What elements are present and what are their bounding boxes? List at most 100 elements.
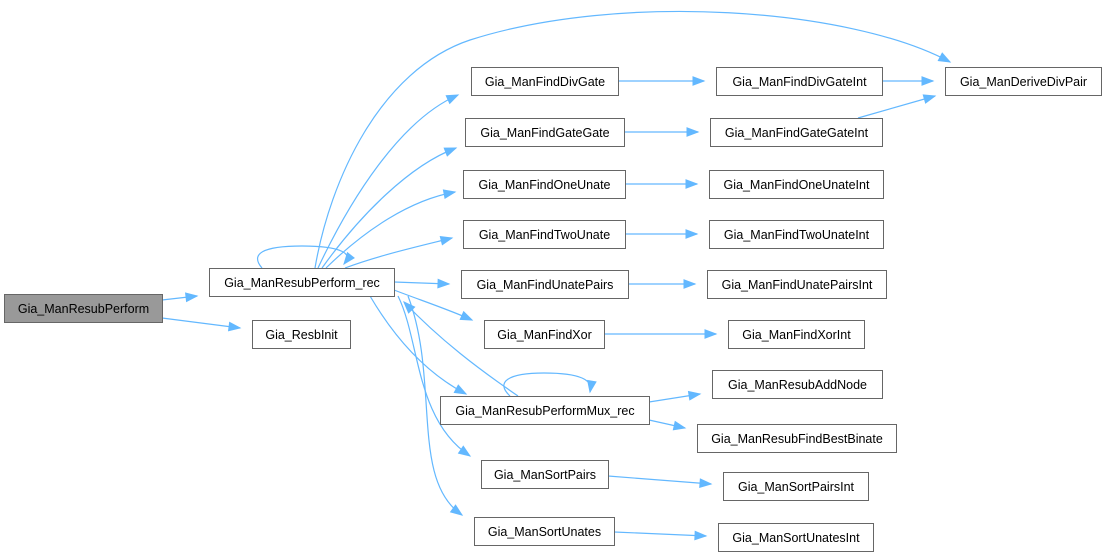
node-gategate[interactable]: Gia_ManFindGateGate <box>465 118 625 147</box>
node-box <box>697 424 897 453</box>
node-label: Gia_ManSortUnatesInt <box>732 531 860 545</box>
node-gategateint[interactable]: Gia_ManFindGateGateInt <box>710 118 883 147</box>
edge-mux_rec-to-bestbinate <box>648 419 687 431</box>
node-divgateint[interactable]: Gia_ManFindDivGateInt <box>716 67 883 96</box>
edge-mux_rec-to-mux_rec <box>503 372 597 397</box>
node-unatepairsint[interactable]: Gia_ManFindUnatePairsInt <box>707 270 887 299</box>
node-label: Gia_ManFindGateGate <box>480 126 609 140</box>
edge-perform_rec-to-perform_rec <box>257 245 355 269</box>
node-label: Gia_ManResubPerformMux_rec <box>455 404 634 418</box>
edge-line <box>503 372 592 397</box>
node-box <box>463 170 626 199</box>
edge-line <box>321 147 457 269</box>
edge-perform_rec-to-oneunate <box>325 189 457 269</box>
edge-perform_rec-to-divgate-arrowhead <box>445 94 460 105</box>
node-label: Gia_ManResubPerform_rec <box>224 276 380 290</box>
node-box <box>252 320 351 349</box>
node-label: Gia_ManFindUnatePairsInt <box>722 278 873 292</box>
edge-mux_rec-to-perform_rec-arrowhead <box>403 300 416 314</box>
node-box <box>718 523 874 552</box>
edge-perform_rec-to-sortpairs-arrowhead <box>457 445 472 457</box>
node-twounate[interactable]: Gia_ManFindTwoUnate <box>463 220 626 249</box>
node-unatepairs[interactable]: Gia_ManFindUnatePairs <box>461 270 629 299</box>
edge-unatepairs-to-unatepairsint-arrowhead <box>683 279 697 289</box>
edge-perform_rec-to-xor-arrowhead <box>459 310 474 321</box>
node-sortpairsint[interactable]: Gia_ManSortPairsInt <box>723 472 869 501</box>
node-label: Gia_ManFindDivGate <box>485 75 605 89</box>
edge-gategate-to-gategateint-arrowhead <box>686 127 700 137</box>
edge-perform_rec-to-oneunate-arrowhead <box>442 189 457 200</box>
edge-perform-to-perform_rec-arrowhead <box>185 292 199 303</box>
node-sortunatesint[interactable]: Gia_ManSortUnatesInt <box>718 523 874 552</box>
node-sortunates[interactable]: Gia_ManSortUnates <box>474 517 615 546</box>
node-perform[interactable]: Gia_ManResubPerform <box>4 294 163 323</box>
node-label: Gia_ManDeriveDivPair <box>960 75 1087 89</box>
edge-perform_rec-to-xor <box>393 289 474 321</box>
edge-perform-to-resbinit <box>161 317 242 332</box>
node-label: Gia_ManFindTwoUnate <box>479 228 610 242</box>
node-label: Gia_ManResubFindBestBinate <box>711 432 883 446</box>
node-xorint[interactable]: Gia_ManFindXorInt <box>728 320 865 349</box>
edge-divgate-to-divgateint <box>618 76 706 86</box>
edge-unatepairs-to-unatepairsint <box>628 279 697 289</box>
node-sortpairs[interactable]: Gia_ManSortPairs <box>481 460 609 489</box>
node-box <box>709 170 884 199</box>
edge-perform_rec-to-mux_rec-arrowhead <box>453 384 468 395</box>
node-label: Gia_ManResubAddNode <box>728 378 867 392</box>
edge-line <box>369 295 467 395</box>
node-label: Gia_ManFindUnatePairs <box>477 278 614 292</box>
edge-mux_rec-to-perform_rec <box>403 300 519 397</box>
edge-line <box>607 475 712 485</box>
node-xor[interactable]: Gia_ManFindXor <box>484 320 605 349</box>
edge-perform_rec-to-gategate <box>321 147 458 269</box>
edge-perform_rec-to-mux_rec <box>369 295 468 395</box>
edge-line <box>344 237 453 269</box>
node-label: Gia_ResbInit <box>265 328 338 342</box>
edge-perform_rec-to-sortpairs <box>397 295 472 457</box>
edge-twounate-to-twounateint <box>625 229 699 239</box>
node-box <box>481 460 609 489</box>
node-label: Gia_ManFindTwoUnateInt <box>724 228 870 242</box>
edge-perform_rec-to-twounate-arrowhead <box>439 235 454 246</box>
edge-sortunates-to-sortunatesint <box>613 530 708 541</box>
node-box <box>209 268 395 297</box>
node-box <box>471 67 619 96</box>
edge-divgateint-to-derivedivpair-arrowhead <box>921 76 935 86</box>
edge-perform_rec-to-twounate <box>344 235 454 269</box>
edge-line <box>397 295 471 457</box>
node-box <box>474 517 615 546</box>
edge-divgateint-to-derivedivpair <box>882 76 935 86</box>
edge-perform-to-resbinit-arrowhead <box>227 321 242 332</box>
node-perform-rec[interactable]: Gia_ManResubPerform_rec <box>209 268 395 297</box>
node-oneunateint[interactable]: Gia_ManFindOneUnateInt <box>709 170 884 199</box>
edge-oneunate-to-oneunateint <box>625 179 699 189</box>
node-addnode[interactable]: Gia_ManResubAddNode <box>712 370 883 399</box>
node-mux-rec[interactable]: Gia_ManResubPerformMux_rec <box>440 396 650 425</box>
node-box <box>723 472 869 501</box>
node-box <box>712 370 883 399</box>
node-label: Gia_ManSortUnates <box>488 525 601 539</box>
node-derivedivpair[interactable]: Gia_ManDeriveDivPair <box>945 67 1102 96</box>
node-divgate[interactable]: Gia_ManFindDivGate <box>471 67 619 96</box>
edge-perform-to-perform_rec <box>161 292 199 303</box>
edge-perform_rec-to-sortunates-arrowhead <box>449 504 464 516</box>
edge-line <box>257 245 348 269</box>
node-oneunate[interactable]: Gia_ManFindOneUnate <box>463 170 626 199</box>
edge-sortpairs-to-sortpairsint <box>607 475 713 489</box>
node-bestbinate[interactable]: Gia_ManResubFindBestBinate <box>697 424 897 453</box>
node-box <box>707 270 887 299</box>
edge-oneunate-to-oneunateint-arrowhead <box>685 179 699 189</box>
edge-xor-to-xorint-arrowhead <box>704 329 718 339</box>
node-twounateint[interactable]: Gia_ManFindTwoUnateInt <box>709 220 884 249</box>
node-box <box>716 67 883 96</box>
node-label: Gia_ManFindXor <box>497 328 592 342</box>
edge-perform_rec-to-derivedivpair-arrowhead <box>937 52 952 63</box>
edge-divgate-to-divgateint-arrowhead <box>692 76 706 86</box>
node-label: Gia_ManFindOneUnate <box>478 178 610 192</box>
edge-gategateint-to-derivedivpair <box>857 94 937 119</box>
edge-perform_rec-to-unatepairs-arrowhead <box>437 278 451 289</box>
node-resbinit[interactable]: Gia_ResbInit <box>252 320 351 349</box>
node-box <box>440 396 650 425</box>
node-box <box>461 270 629 299</box>
edge-perform_rec-to-perform_rec-arrowhead <box>343 251 355 266</box>
